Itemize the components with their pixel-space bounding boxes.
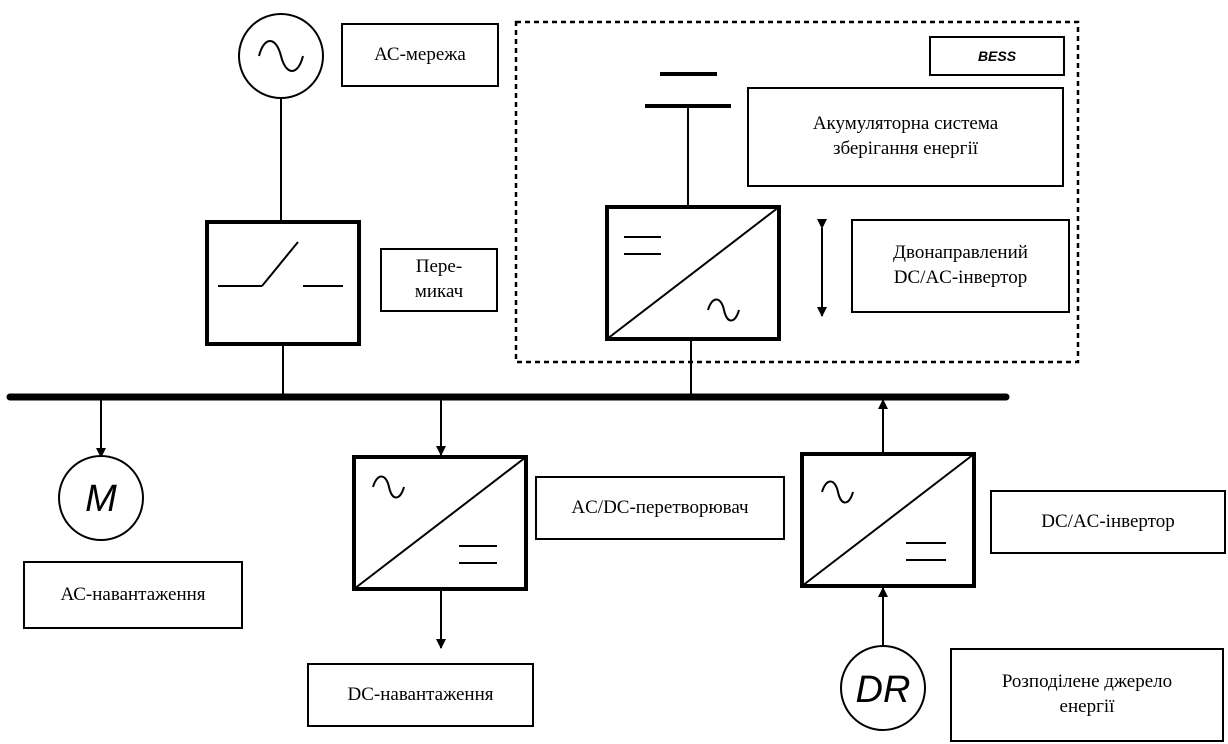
switch-icon — [205, 220, 361, 346]
distributed-resource-symbol: DR — [856, 669, 911, 711]
distributed-resource-icon — [840, 645, 926, 731]
ac-load-label: АС-навантаження — [23, 561, 243, 629]
motor-icon — [58, 455, 144, 541]
acdc-converter-label: AC/DC-перетворювач — [535, 476, 785, 540]
bess-boundary — [514, 20, 1080, 364]
acdc-converter-icon — [352, 455, 528, 591]
bidirectional-inverter-label: Двонаправлений DC/AC-інвертор — [851, 219, 1070, 313]
switch-label: Пере- микач — [380, 248, 498, 312]
battery-icon — [645, 72, 731, 108]
bess-label: BESS — [929, 36, 1065, 76]
motor-symbol: M — [85, 478, 117, 520]
dcac-inverter-icon — [800, 452, 976, 588]
bidirectional-inverter-icon — [605, 205, 781, 341]
ac-grid-source-icon — [238, 13, 324, 99]
dcac-inverter-label: DC/AC-інвертор — [990, 490, 1226, 554]
distributed-source-label: Розподілене джерело енергії — [950, 648, 1224, 742]
dc-load-label: DC-навантаження — [307, 663, 534, 727]
ac-grid-label: АС-мережа — [341, 23, 499, 87]
battery-system-label: Акумуляторна система зберігання енергії — [747, 87, 1064, 187]
